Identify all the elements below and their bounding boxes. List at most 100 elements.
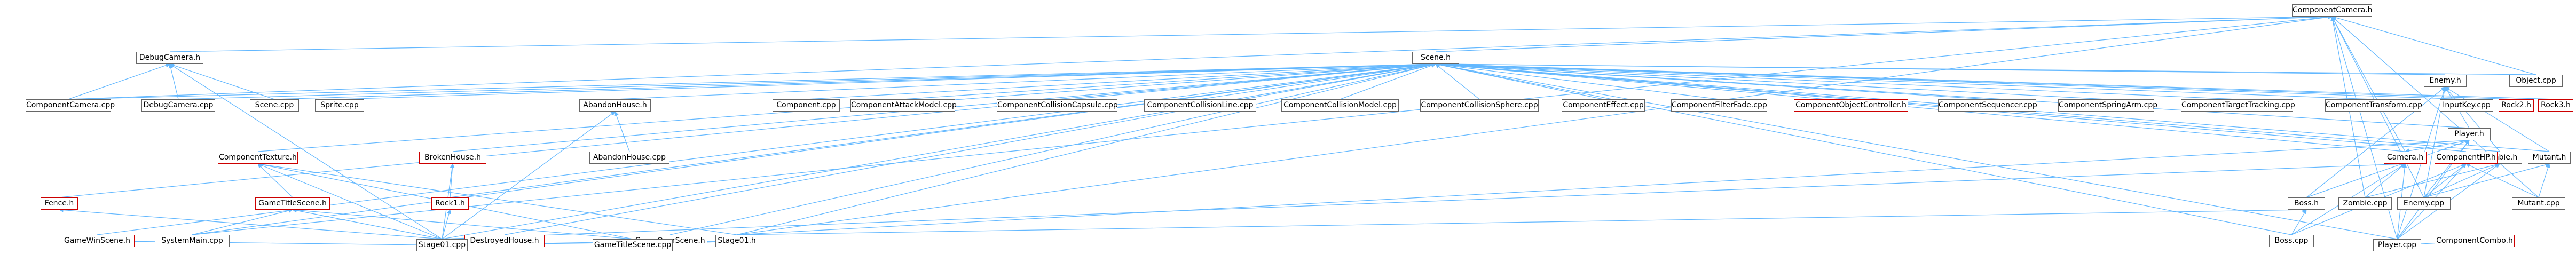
node-scene-h[interactable]: Scene.h — [1412, 52, 1459, 64]
edge-componenttexture_h-to-scene_h — [257, 62, 1436, 152]
edge-componenteffect_cpp-to-scene_h — [1435, 62, 1604, 100]
edge-zombie_h-to-enemy_h — [2445, 86, 2500, 152]
edge-component_cpp-to-scene_h — [806, 62, 1436, 100]
edge-componentcollisionmodel_cpp-to-scene_h — [1340, 63, 1436, 100]
node-debugcamera-cpp[interactable]: DebugCamera.cpp — [141, 99, 215, 112]
node-componentfilterfade-cpp[interactable]: ComponentFilterFade.cpp — [1671, 99, 1767, 112]
edge-zombie_cpp-to-zombie_h — [2365, 162, 2500, 198]
node-gametitlescene-h[interactable]: GameTitleScene.h — [255, 197, 330, 210]
node-gametitlescene-cpp[interactable]: GameTitleScene.cpp — [593, 239, 673, 251]
node-component-cpp[interactable]: Component.cpp — [773, 99, 840, 112]
edge-object_cpp-to-componentcamera_h — [2331, 15, 2536, 75]
edge-componentcollisioncapsule_cpp-to-scene_h — [1057, 62, 1436, 100]
edge-rock1_h-to-scene_h — [450, 62, 1436, 198]
edge-sprite_cpp-to-scene_h — [339, 62, 1436, 100]
edge-mutant_cpp-to-mutant_h — [2538, 163, 2550, 198]
edge-systemmain_cpp-to-scene_h — [192, 62, 1436, 235]
node-abandonhouse-cpp[interactable]: AbandonHouse.cpp — [589, 152, 669, 164]
node-brokenhouse-h[interactable]: BrokenHouse.h — [419, 152, 486, 164]
edge-enemy_h-to-scene_h — [1435, 61, 2446, 75]
edge-scene_cpp-to-debugcamera_h — [169, 63, 275, 100]
edge-gametitlescene_h-to-componenttexture_h — [257, 163, 293, 198]
edge-componenttargettracking_cpp-to-scene_h — [1435, 62, 2238, 100]
edge-player_cpp-to-scene_h — [1435, 62, 2398, 240]
edge-componentcollisionsphere_cpp-to-scene_h — [1435, 64, 1480, 100]
node-stage01-cpp[interactable]: Stage01.cpp — [416, 239, 468, 251]
edge-componentspringarm_cpp-to-scene_h — [1435, 62, 2107, 100]
node-componentattackmodel-cpp[interactable]: ComponentAttackModel.cpp — [850, 99, 957, 112]
edge-debugcamera_cpp-to-scene_h — [178, 62, 1436, 100]
node-mutant-cpp[interactable]: Mutant.cpp — [2512, 197, 2565, 210]
edge-gametitlescene_cpp-to-gametitlescene_h — [292, 208, 633, 240]
edge-fence_h-to-scene_h — [59, 62, 1436, 198]
node-componentcamera-h: ComponentCamera.h — [2292, 4, 2373, 17]
node-rock2-h[interactable]: Rock2.h — [2499, 99, 2534, 112]
node-inputkey-cpp[interactable]: InputKey.cpp — [2440, 99, 2493, 112]
edge-systemmain_cpp-to-gametitlescene_h — [192, 208, 293, 235]
node-object-cpp[interactable]: Object.cpp — [2509, 75, 2563, 87]
node-sprite-cpp[interactable]: Sprite.cpp — [315, 99, 364, 112]
node-componentcollisioncapsule-cpp[interactable]: ComponentCollisionCapsule.cpp — [997, 99, 1118, 112]
node-debugcamera-h[interactable]: DebugCamera.h — [136, 52, 203, 64]
node-destroyedhouse-h[interactable]: DestroyedHouse.h — [464, 235, 545, 247]
edge-rock2_h-to-scene_h — [1435, 62, 2517, 100]
edge-debugcamera_cpp-to-debugcamera_h — [168, 64, 179, 100]
edge-inputkey_cpp-to-scene_h — [1435, 62, 2467, 100]
node-componentspringarm-cpp[interactable]: ComponentSpringArm.cpp — [2058, 99, 2157, 112]
node-stage01-h[interactable]: Stage01.h — [715, 235, 758, 247]
node-componentcollisionsphere-cpp[interactable]: ComponentCollisionSphere.cpp — [1420, 99, 1539, 112]
node-componentcamera-cpp[interactable]: ComponentCamera.cpp — [26, 99, 115, 112]
edge-player_h-to-camera_h — [2405, 140, 2470, 153]
node-componenttargettracking-cpp[interactable]: ComponentTargetTracking.cpp — [2181, 99, 2295, 112]
edge-stage01_cpp-to-rock1_h — [442, 209, 452, 240]
edge-componentcollisionline_cpp-to-scene_h — [1200, 62, 1436, 100]
node-enemy-h[interactable]: Enemy.h — [2424, 75, 2467, 87]
node-componenthp-h[interactable]: ComponentHP.h — [2435, 152, 2498, 164]
node-player-h[interactable]: Player.h — [2448, 128, 2491, 140]
node-zombie-cpp[interactable]: Zombie.cpp — [2338, 197, 2392, 210]
node-fence-h[interactable]: Fence.h — [41, 197, 78, 210]
node-componenttexture-h[interactable]: ComponentTexture.h — [218, 152, 298, 164]
node-rock1-h[interactable]: Rock1.h — [431, 197, 469, 210]
node-scene-cpp[interactable]: Scene.cpp — [250, 99, 299, 112]
edge-abandonhouse_h-to-scene_h — [615, 62, 1436, 100]
node-componentcollisionmodel-cpp[interactable]: ComponentCollisionModel.cpp — [1281, 99, 1399, 112]
node-abandonhouse-h[interactable]: AbandonHouse.h — [579, 99, 651, 112]
edge-enemy_cpp-to-zombie_h — [2423, 163, 2500, 198]
edge-object_cpp-to-scene_h — [1435, 61, 2536, 75]
edge-stage01_cpp-to-gametitlescene_h — [292, 208, 443, 240]
node-player-cpp[interactable]: Player.cpp — [2373, 239, 2421, 251]
node-componentobjectcontroller-h[interactable]: ComponentObjectController.h — [1794, 99, 1908, 112]
edge-debugcamera_h-to-componentcamera_h — [169, 14, 2333, 52]
edge-componentcamera_cpp-to-componentcamera_h — [68, 14, 2333, 100]
node-boss-cpp[interactable]: Boss.cpp — [2269, 235, 2314, 247]
edge-destroyedhouse_h-to-scene_h — [504, 62, 1436, 235]
edge-mutant_h-to-enemy_h — [2445, 86, 2550, 152]
edge-stage01_cpp-to-abandonhouse_h — [442, 111, 616, 240]
node-componentcombo-h[interactable]: ComponentCombo.h — [2435, 235, 2515, 247]
node-rock3-h[interactable]: Rock3.h — [2538, 99, 2573, 112]
edge-stage01_h-to-componentcamera_h — [736, 14, 2333, 235]
node-gamewinscene-h[interactable]: GameWinScene.h — [60, 235, 135, 247]
node-boss-h[interactable]: Boss.h — [2288, 197, 2325, 210]
edge-mutant_cpp-to-componenthp_h — [2465, 163, 2539, 198]
edge-stage01_cpp-to-debugcamera_h — [169, 64, 443, 240]
node-enemy-cpp[interactable]: Enemy.cpp — [2397, 197, 2451, 210]
edge-stage01_h-to-boss_h — [736, 207, 2307, 235]
edge-componentattackmodel_cpp-to-scene_h — [902, 62, 1436, 100]
edge-boss_h-to-player_h — [2306, 139, 2470, 198]
node-camera-h[interactable]: Camera.h — [2384, 152, 2427, 164]
edge-stage01_h-to-player_h — [736, 138, 2470, 235]
edge-zombie_cpp-to-camera_h — [2365, 163, 2406, 198]
edge-enemy_cpp-to-mutant_h — [2423, 162, 2550, 198]
node-componenttransform-cpp[interactable]: ComponentTransform.cpp — [2325, 99, 2422, 112]
edge-componentcamera_cpp-to-debugcamera_h — [68, 63, 170, 100]
edge-abandonhouse_cpp-to-abandonhouse_h — [614, 111, 630, 152]
node-mutant-h[interactable]: Mutant.h — [2528, 152, 2571, 164]
node-systemmain-cpp[interactable]: SystemMain.cpp — [155, 235, 230, 247]
node-componentcollisionline-cpp[interactable]: ComponentCollisionLine.cpp — [1144, 99, 1256, 112]
edge-stage01_h-to-scene_h — [736, 62, 1436, 235]
node-componentsequencer-cpp[interactable]: ComponentSequencer.cpp — [1938, 99, 2037, 112]
node-componenteffect-cpp[interactable]: ComponentEffect.cpp — [1562, 99, 1645, 112]
